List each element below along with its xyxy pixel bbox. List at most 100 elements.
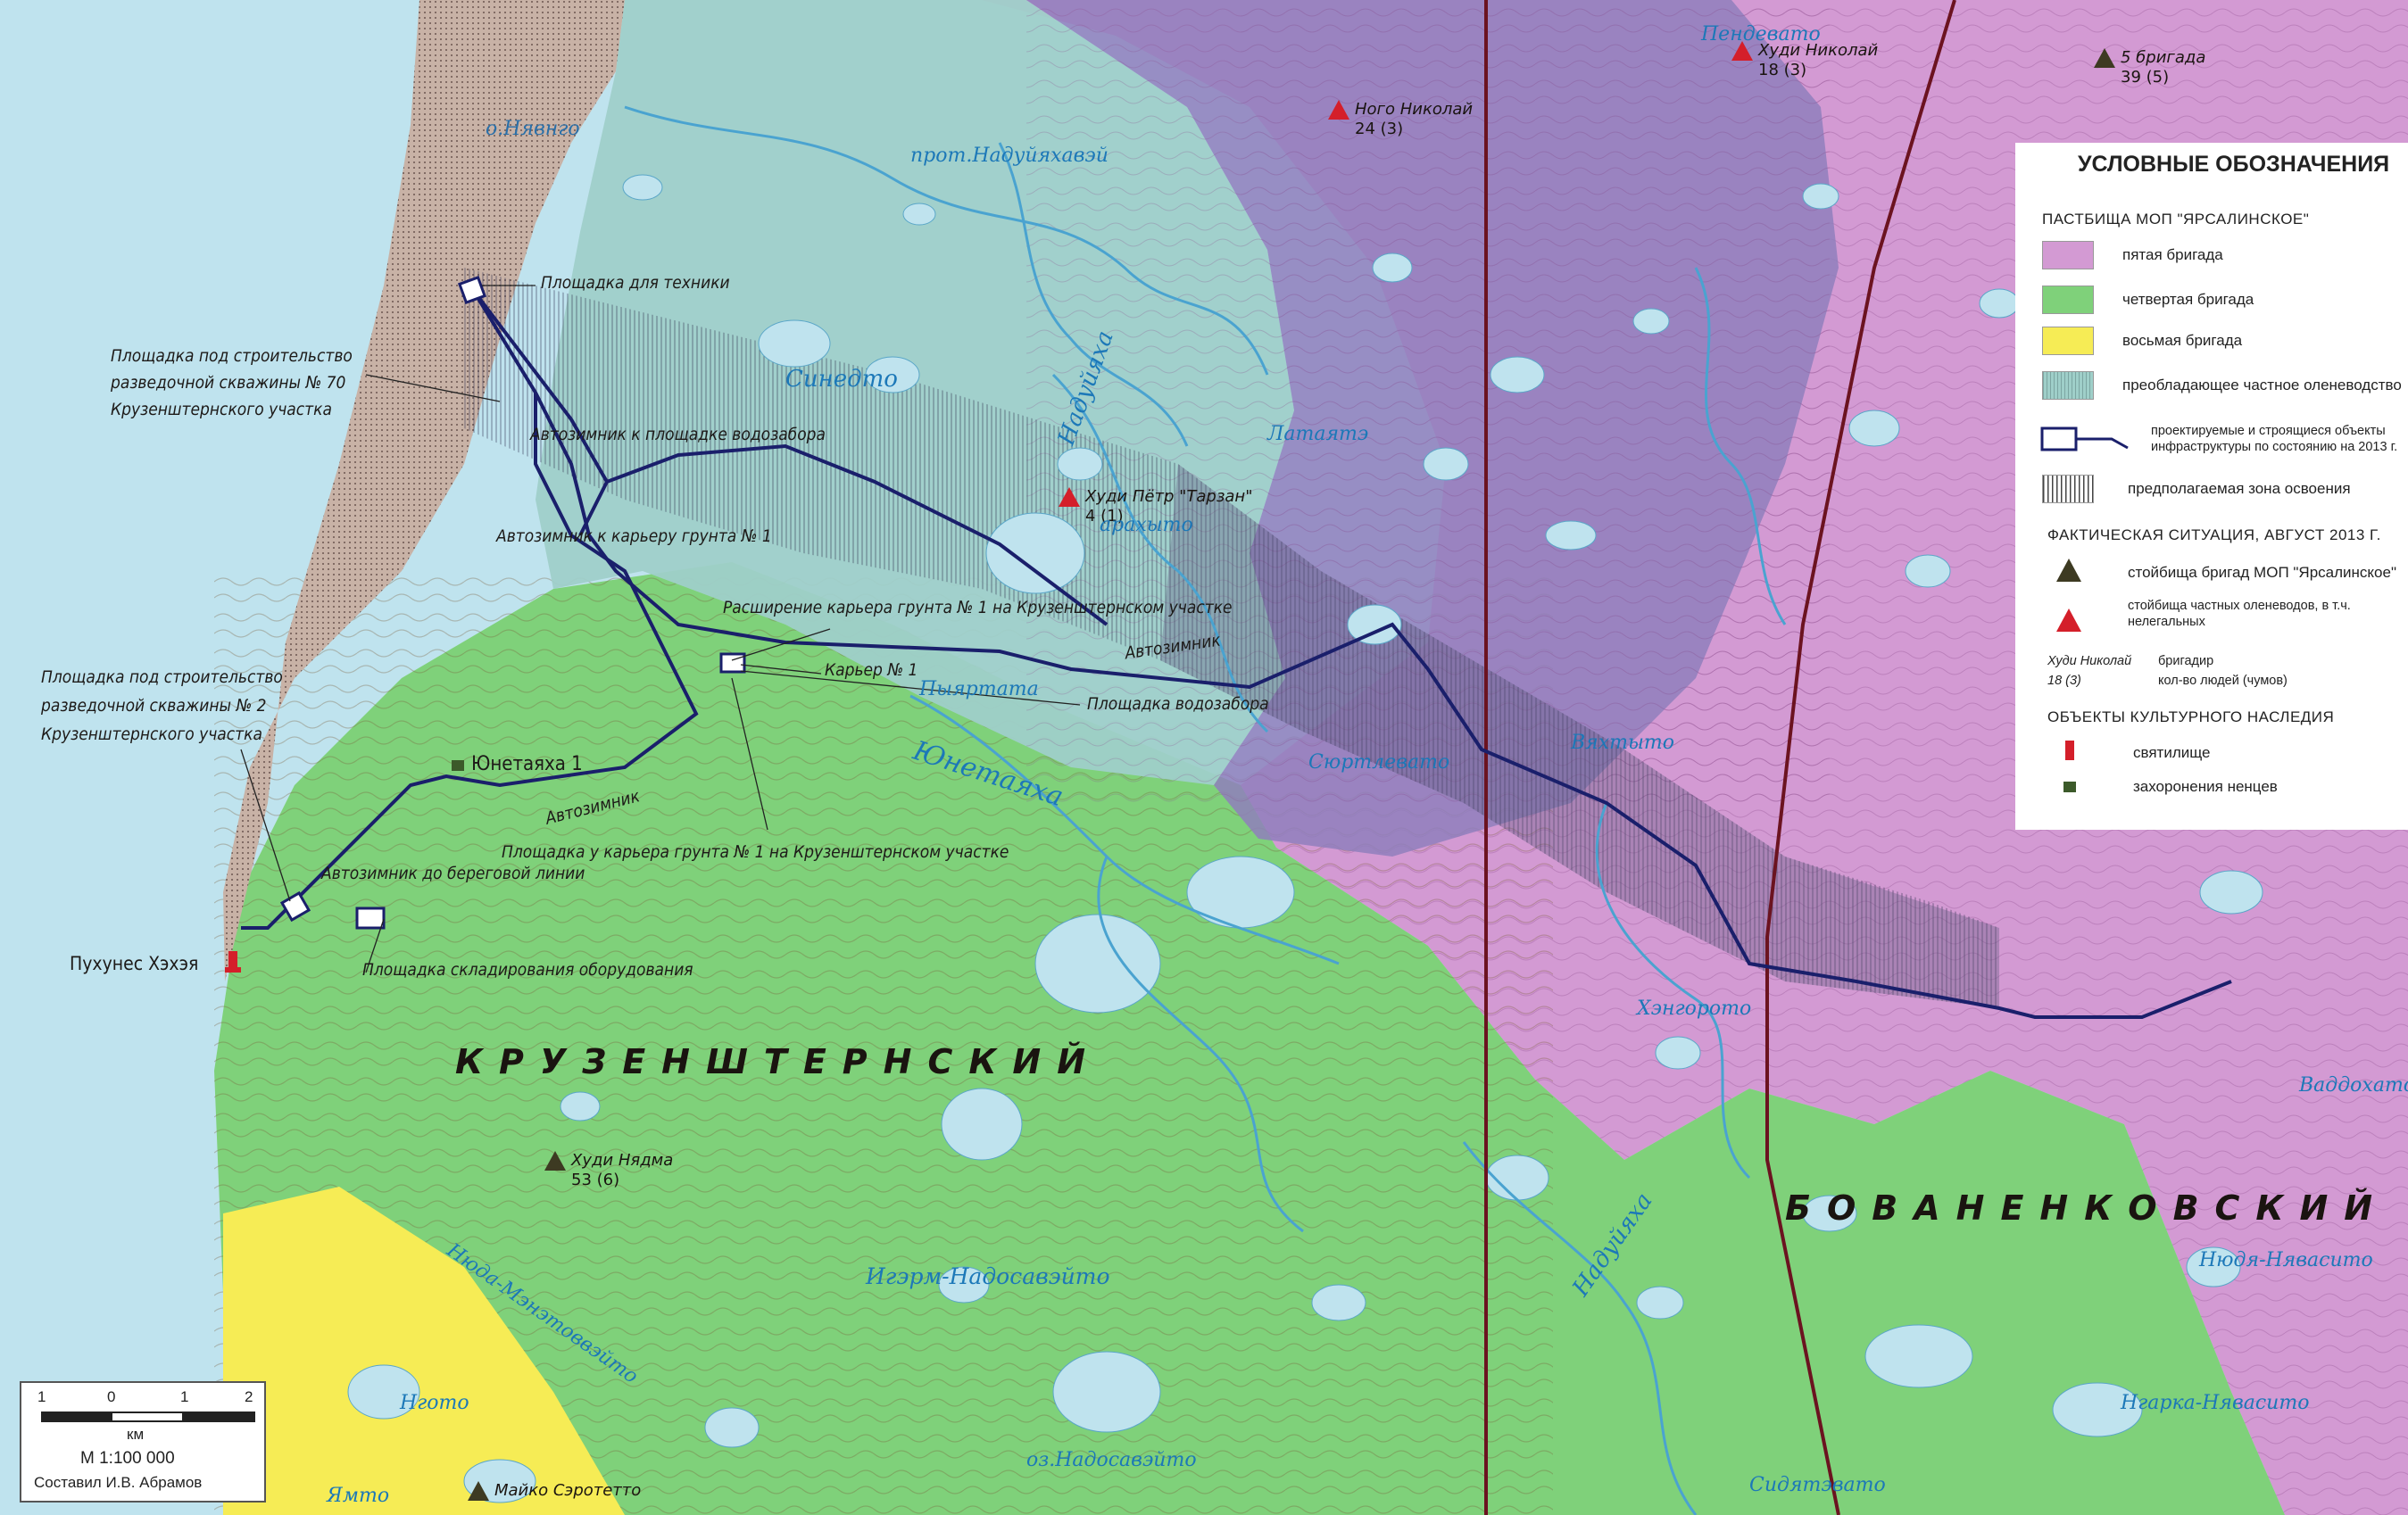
legend-burial-icon	[2063, 782, 2076, 792]
private-camp-icon	[1731, 41, 1753, 61]
brigade-camp-icon	[468, 1481, 489, 1501]
legend-panel: УСЛОВНЫЕ ОБОЗНАЧЕНИЯ ПАСТБИЩА МОП "ЯРСАЛ…	[2015, 143, 2408, 830]
label-tech-site: Площадка для техники	[541, 273, 730, 293]
infrastructure-lines	[241, 288, 2232, 1019]
label-storage: Площадка складирования оборудования	[362, 960, 693, 980]
hydro-pendevato: Пендевато	[1701, 23, 1821, 46]
hydro-sidyaevato: Сидятэвато	[1749, 1474, 1886, 1496]
hydro-arakhyto: арахыто	[1100, 514, 1193, 536]
legend-swatch-zone	[2042, 475, 2094, 503]
legend-brigade4: четвертая бригада	[2122, 291, 2254, 308]
scale-tick-label: 1	[180, 1388, 189, 1405]
label-coast-road: Автозимник до береговой линии	[321, 864, 585, 883]
camp-name: 5 бригада	[2121, 48, 2206, 67]
legend-swatch-brigade8	[2042, 327, 2094, 355]
hydro-pyyarpata: Пыяртата	[919, 678, 1039, 700]
scale-tick-label: 1	[37, 1388, 46, 1405]
legend-infra-symbol	[2040, 426, 2129, 451]
camp-nyadma[interactable]: Худи Нядма 53 (6)	[544, 1151, 673, 1190]
rivers	[624, 105, 1787, 1515]
brigade-camp-icon	[544, 1151, 566, 1171]
camp-count: 53 (6)	[571, 1171, 620, 1189]
camp-name: Худи Пётр "Тарзан"	[1085, 487, 1253, 506]
hydro-nadosavey: оз.Надосавэйто	[1026, 1449, 1197, 1471]
legend-sanctuary-icon	[2065, 741, 2074, 760]
label-well70-2: разведочной скважины № 70	[111, 373, 346, 393]
hydro-khengoroto: Хэнгорото	[1637, 998, 1752, 1020]
lakes	[347, 174, 2263, 1503]
legend-swatch-private	[2042, 371, 2094, 400]
private-camp-icon	[1328, 100, 1349, 120]
camp-name: Худи Николай	[1758, 41, 1879, 60]
camp-name: Майко Сэротетто	[494, 1481, 642, 1500]
license-boundaries	[1484, 0, 1956, 1515]
legend-swatch-brigade5	[2042, 241, 2094, 269]
legend-sample-count: 18 (3)	[2047, 674, 2081, 688]
region-kruzenshtern: КРУЗЕНШТЕРНСКИЙ	[455, 1042, 1101, 1081]
pasture-brigade8	[223, 1187, 625, 1515]
legend-camp-mop: стойбища бригад МОП "Ярсалинское"	[2128, 564, 2396, 581]
camp-mayko[interactable]: Майко Сэротетто	[468, 1481, 641, 1501]
camp-tarzan[interactable]: Худи Пётр "Тарзан" 4 (1)	[1059, 487, 1252, 526]
camp-count: 4 (1)	[1085, 507, 1124, 526]
camp-count: 39 (5)	[2121, 68, 2170, 87]
camp-name: Худи Нядма	[571, 1151, 674, 1170]
legend-sanctuary: святилище	[2133, 744, 2211, 761]
legend-brigade8: восьмая бригада	[2122, 332, 2243, 349]
camp-name: Ного Николай	[1355, 100, 1474, 119]
hydro-igerm: Игэрм-Надосавэйто	[866, 1263, 1110, 1289]
label-yunetayakha1: Юнетаяха 1	[471, 753, 583, 775]
hydro-syurtlevato: Сюртлевато	[1308, 751, 1450, 774]
scale-tick-label: 2	[245, 1388, 253, 1405]
infrastructure-sites[interactable]	[279, 275, 746, 930]
scale-tick-label: 0	[107, 1388, 116, 1405]
legend-brigade5: пятая бригада	[2122, 246, 2223, 263]
legend-burials: захоронения ненцев	[2133, 778, 2278, 795]
legend-section-pastures: ПАСТБИЩА МОП "ЯРСАЛИНСКОЕ"	[2042, 211, 2310, 228]
scale-author: Составил И.В. Абрамов	[34, 1474, 203, 1491]
scale-bar: 1 0 1 2 км М 1:100 000 Составил И.В. Абр…	[20, 1381, 266, 1503]
legend-private: преобладающее частное оленеводство	[2122, 377, 2402, 393]
legend-section-actual: ФАКТИЧЕСКАЯ СИТУАЦИЯ, АВГУСТ 2013 Г.	[2047, 526, 2381, 543]
leader-lines	[240, 285, 1081, 973]
private-camp-icon	[1059, 487, 1080, 507]
legend-zone: предполагаемая зона освоения	[2128, 480, 2351, 497]
hydro-ngarka: Нгарка-Нявасито	[2121, 1392, 2310, 1414]
brigade-camp-icon	[2094, 48, 2115, 68]
scale-bar-graphic	[41, 1412, 255, 1422]
camp-count: 18 (3)	[1758, 61, 1807, 79]
scale-unit: км	[127, 1426, 145, 1443]
camp-khudi-nikolai[interactable]: Худи Николай 18 (3)	[1731, 41, 1878, 80]
label-winter-road-quarry: Автозимник к карьеру грунта № 1	[496, 526, 772, 546]
legend-title: УСЛОВНЫЕ ОБОЗНАЧЕНИЯ	[2078, 152, 2390, 177]
legend-section-heritage: ОБЪЕКТЫ КУЛЬТУРНОГО НАСЛЕДИЯ	[2047, 708, 2335, 725]
hydro-vaniakh: Ваддохато	[2299, 1074, 2408, 1097]
hydro-yamto: Ямто	[327, 1485, 390, 1507]
camp-brigade5[interactable]: 5 бригада 39 (5)	[2094, 48, 2205, 87]
label-quarry-site: Площадка у карьера грунта № 1 на Крузенш…	[502, 842, 1009, 862]
hydro-ngoto: Нгото	[400, 1392, 469, 1414]
label-pukhunes: Пухунес Хэхэя	[70, 953, 199, 974]
legend-private-camp-icon	[2056, 608, 2081, 632]
camp-nogo[interactable]: Ного Николай 24 (3)	[1328, 100, 1473, 139]
hydro-latatayta: Латаятэ	[1267, 423, 1369, 445]
label-well2-3: Крузенштернского участка	[41, 724, 262, 744]
legend-brigade-camp-icon	[2056, 559, 2081, 582]
label-winter-road-water: Автозимник к площадке водозабора	[530, 425, 826, 444]
burial-icon[interactable]	[452, 760, 464, 771]
hydro-sinedto: Синедто	[785, 366, 898, 393]
legend-sample-brigadier: бригадир	[2158, 654, 2214, 668]
hydro-nyuda-nyava: Нюдя-Нявасито	[2199, 1249, 2373, 1271]
label-quarry-expansion: Расширение карьера грунта № 1 на Крузенш…	[723, 598, 1233, 617]
label-well70-1: Площадка под строительство	[111, 346, 353, 366]
hydro-nyavngo: о.Нявнго	[486, 118, 580, 140]
hydro-prot: прот.Надуйяхавэй	[910, 145, 1109, 167]
label-well2-2: разведочной скважины № 2	[41, 696, 267, 716]
region-bovanenkovo: БОВАНЕНКОВСКИЙ	[1785, 1188, 2389, 1228]
label-quarry1: Карьер № 1	[825, 660, 918, 680]
label-well70-3: Крузенштернского участка	[111, 400, 332, 419]
sanctuary-icon[interactable]	[225, 951, 241, 973]
legend-sample-people: кол-во людей (чумов)	[2158, 674, 2288, 688]
label-water-site: Площадка водозабора	[1087, 694, 1269, 714]
